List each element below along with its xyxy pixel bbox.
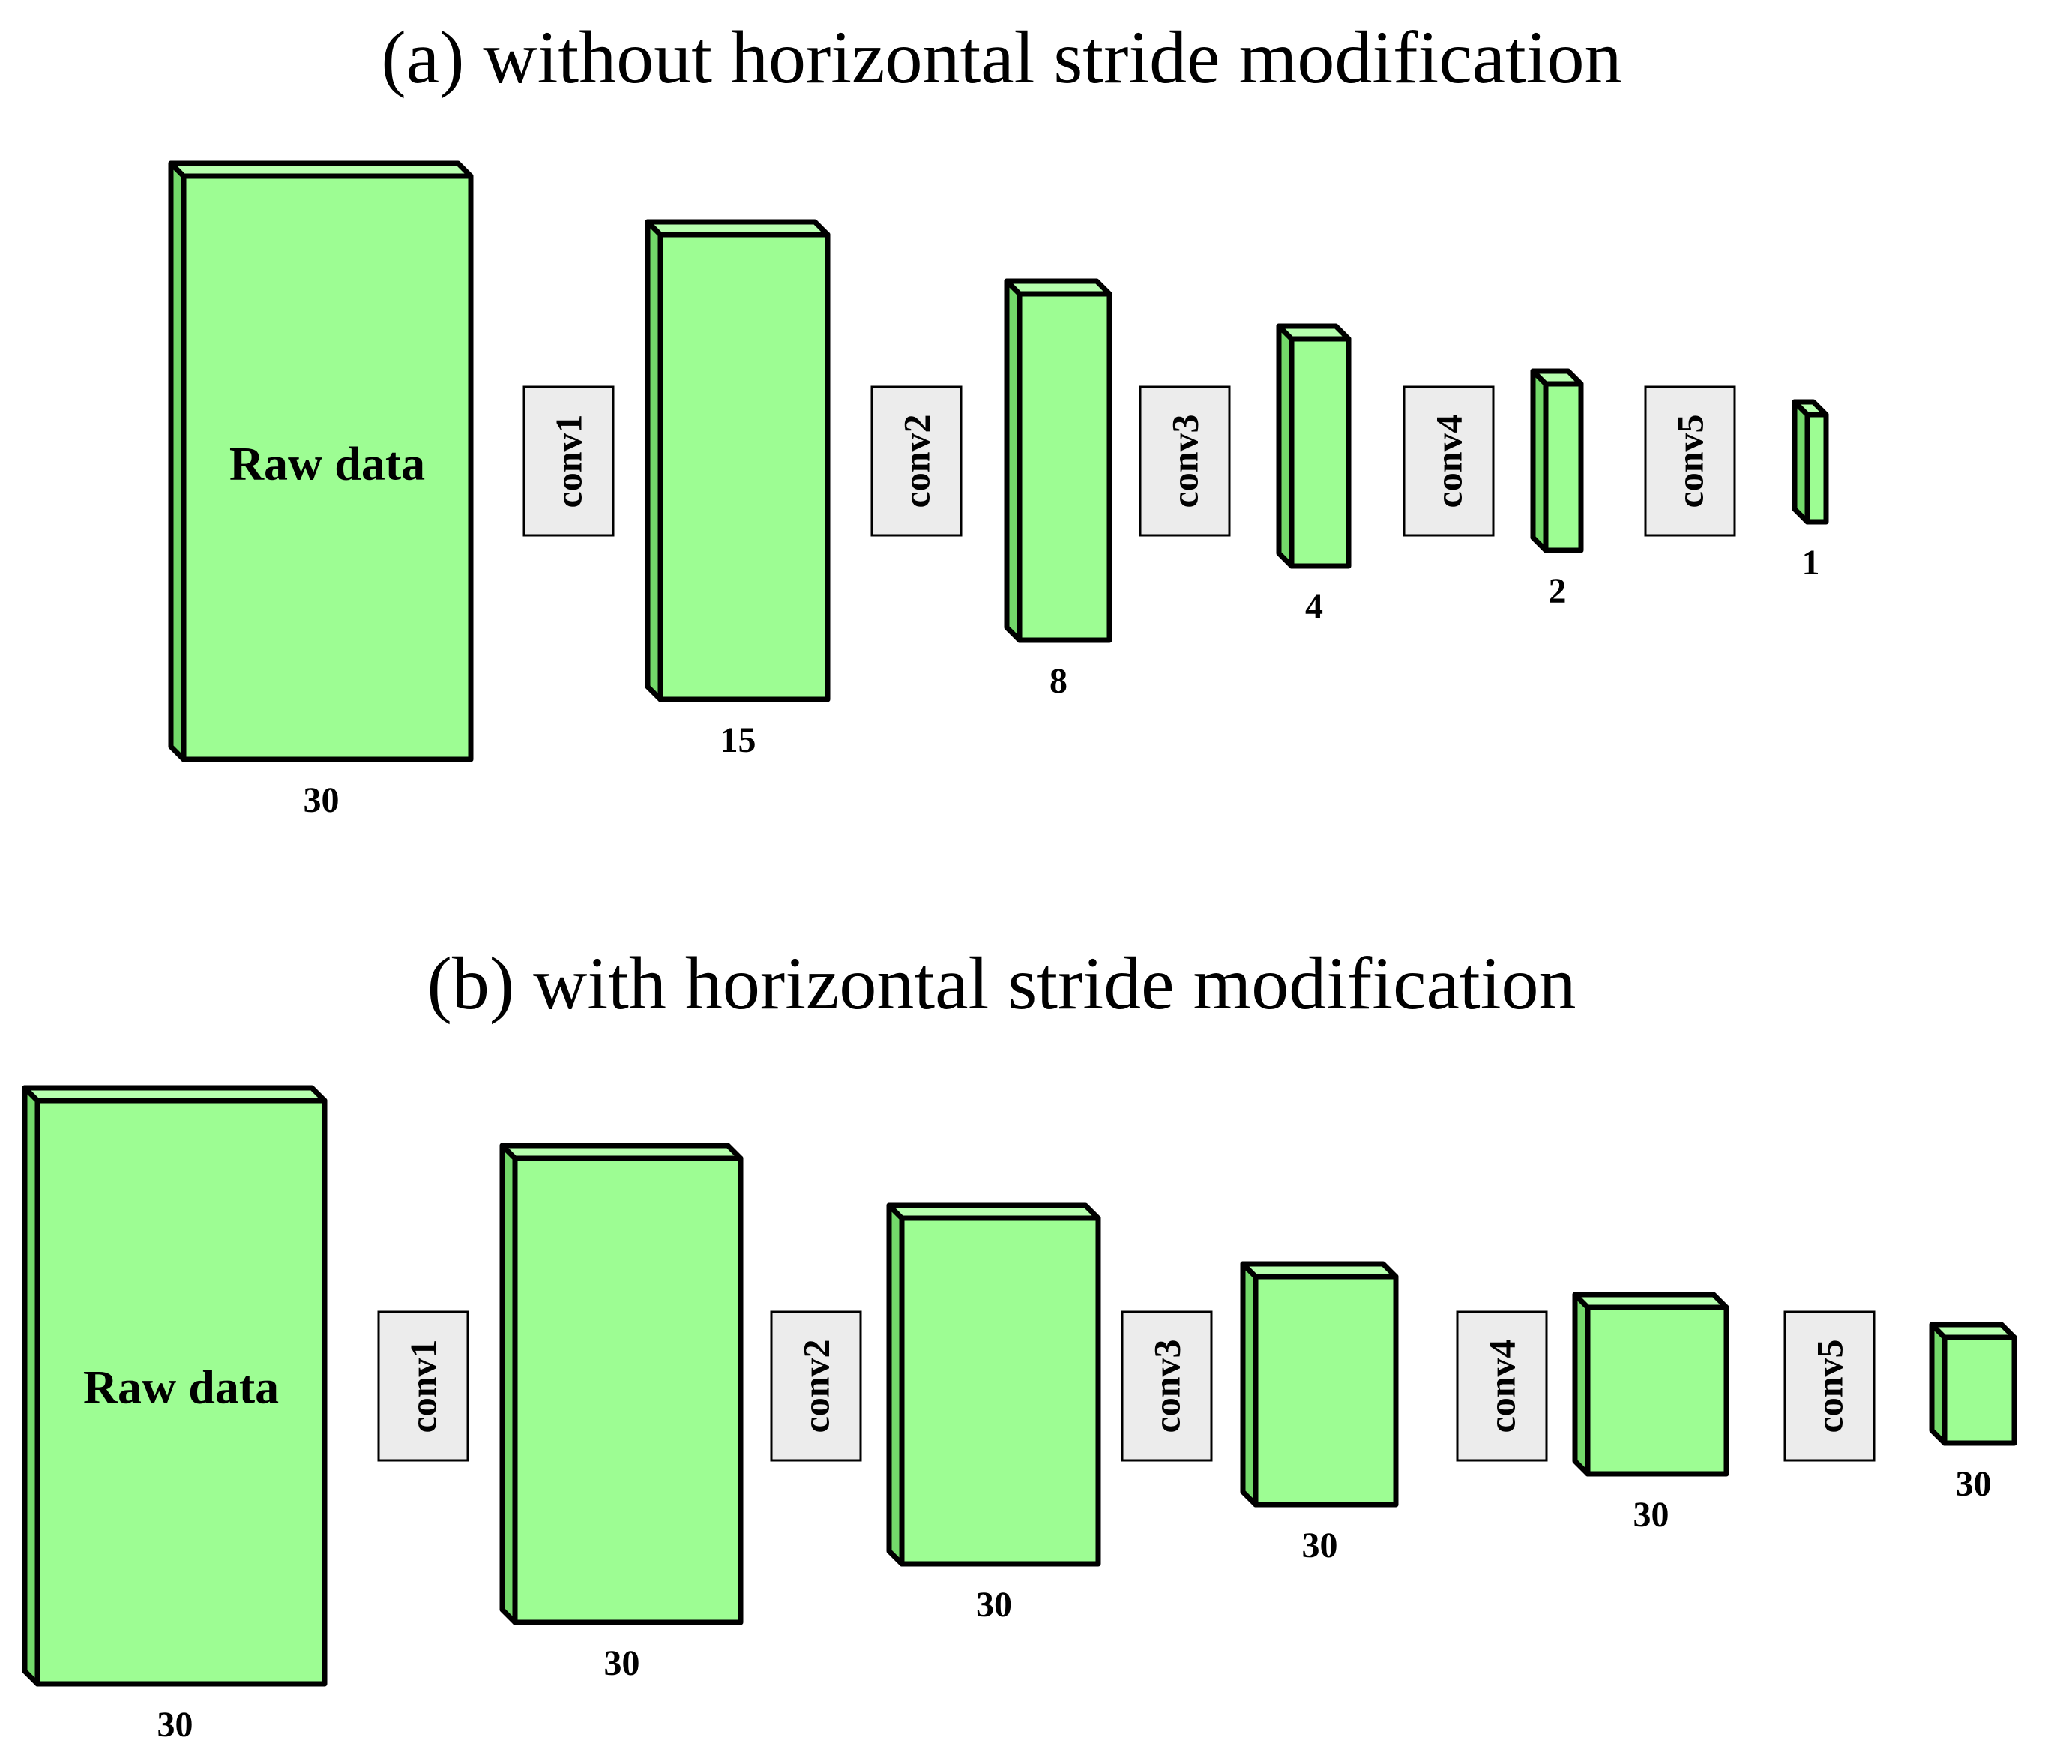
- panel-b-convs: conv1 conv2 conv3 conv4 conv5: [377, 1310, 1876, 1462]
- conv-layer-box: [1456, 1310, 1548, 1462]
- conv-layer-box: [1644, 385, 1736, 537]
- conv-layer-label: conv1: [548, 415, 590, 508]
- conv-layer-label: conv1: [403, 1340, 445, 1433]
- conv-layer: conv4: [1403, 385, 1495, 537]
- conv-layer: conv5: [1783, 1310, 1876, 1462]
- conv-layer-box: [1403, 385, 1495, 537]
- block-dimension-label: 30: [1302, 1526, 1338, 1565]
- conv-layer-box: [377, 1310, 469, 1462]
- conv-layer-label: conv2: [896, 415, 938, 508]
- block-dimension-label: 15: [720, 720, 756, 760]
- feature-block: 1: [1792, 399, 1829, 583]
- feature-block: Raw data 30: [22, 1085, 328, 1745]
- block-front-face: [1017, 291, 1112, 643]
- panel-a: (a) without horizontal stride modificati…: [168, 16, 1829, 820]
- conv-layer: conv3: [1121, 1310, 1213, 1462]
- block-dimension-label: 1: [1802, 543, 1820, 583]
- conv-layer: conv3: [1139, 385, 1231, 537]
- block-dimension-label: 8: [1049, 661, 1067, 701]
- conv-layer-label: conv2: [795, 1340, 837, 1433]
- panel-b: (b) with horizontal stride modification …: [22, 942, 2017, 1745]
- feature-block: 30: [1572, 1292, 1729, 1535]
- block-front-face: [1942, 1334, 2017, 1446]
- conv-layer-box: [1783, 1310, 1876, 1462]
- conv-layer-label: conv3: [1146, 1340, 1188, 1433]
- feature-block: 30: [886, 1202, 1101, 1625]
- block-label: Raw data: [229, 437, 425, 490]
- conv-layer-box: [870, 385, 963, 537]
- conv-layer-box: [1121, 1310, 1213, 1462]
- conv-layer-box: [1139, 385, 1231, 537]
- block-dimension-label: 4: [1305, 587, 1323, 627]
- conv-layer: conv1: [522, 385, 615, 537]
- block-front-face: [512, 1155, 744, 1625]
- feature-block: 2: [1530, 368, 1584, 611]
- block-front-face: [1253, 1274, 1399, 1508]
- conv-layer-label: conv5: [1809, 1340, 1851, 1433]
- conv-layer-label: conv3: [1164, 415, 1206, 508]
- conv-layer-label: conv5: [1669, 415, 1711, 508]
- block-dimension-label: 30: [604, 1643, 640, 1683]
- conv-layer: conv1: [377, 1310, 469, 1462]
- conv-layer: conv5: [1644, 385, 1736, 537]
- block-dimension-label: 30: [1956, 1464, 1992, 1504]
- block-front-face: [1543, 381, 1584, 553]
- block-front-face: [657, 232, 831, 702]
- block-dimension-label: 30: [304, 780, 340, 820]
- block-front-face: [899, 1215, 1101, 1567]
- conv-layer-label: conv4: [1428, 415, 1470, 508]
- block-front-face: [1289, 336, 1352, 569]
- panel-a-title: (a) without horizontal stride modificati…: [381, 16, 1621, 99]
- block-dimension-label: 30: [1633, 1495, 1669, 1535]
- block-front-face: [1804, 412, 1829, 525]
- conv-layer-box: [522, 385, 615, 537]
- block-front-face: [181, 173, 474, 762]
- feature-block: 15: [645, 219, 831, 760]
- panel-b-title: (b) with horizontal stride modification: [427, 942, 1576, 1025]
- conv-layer: conv2: [870, 385, 963, 537]
- block-front-face: [34, 1098, 328, 1687]
- block-dimension-label: 2: [1549, 571, 1567, 611]
- feature-block: 8: [1004, 278, 1112, 701]
- feature-block: Raw data 30: [168, 160, 474, 820]
- feature-block: 4: [1276, 323, 1352, 627]
- conv-layer-label: conv4: [1481, 1340, 1523, 1433]
- panel-a-convs: conv1 conv2 conv3 conv4 conv5: [522, 385, 1736, 537]
- conv-layer: conv4: [1456, 1310, 1548, 1462]
- conv-layer: conv2: [770, 1310, 862, 1462]
- feature-block: 30: [1929, 1322, 2017, 1504]
- block-label: Raw data: [83, 1361, 279, 1414]
- feature-block: 30: [499, 1143, 744, 1683]
- block-dimension-label: 30: [976, 1585, 1012, 1625]
- block-dimension-label: 30: [157, 1705, 193, 1745]
- feature-block: 30: [1240, 1261, 1399, 1565]
- block-front-face: [1585, 1304, 1729, 1477]
- conv-layer-box: [770, 1310, 862, 1462]
- panel-a-blocks: Raw data 30 15 8 4 2 1: [168, 160, 1829, 820]
- panel-b-blocks: Raw data 30 30 30 30 30 30: [22, 1085, 2017, 1745]
